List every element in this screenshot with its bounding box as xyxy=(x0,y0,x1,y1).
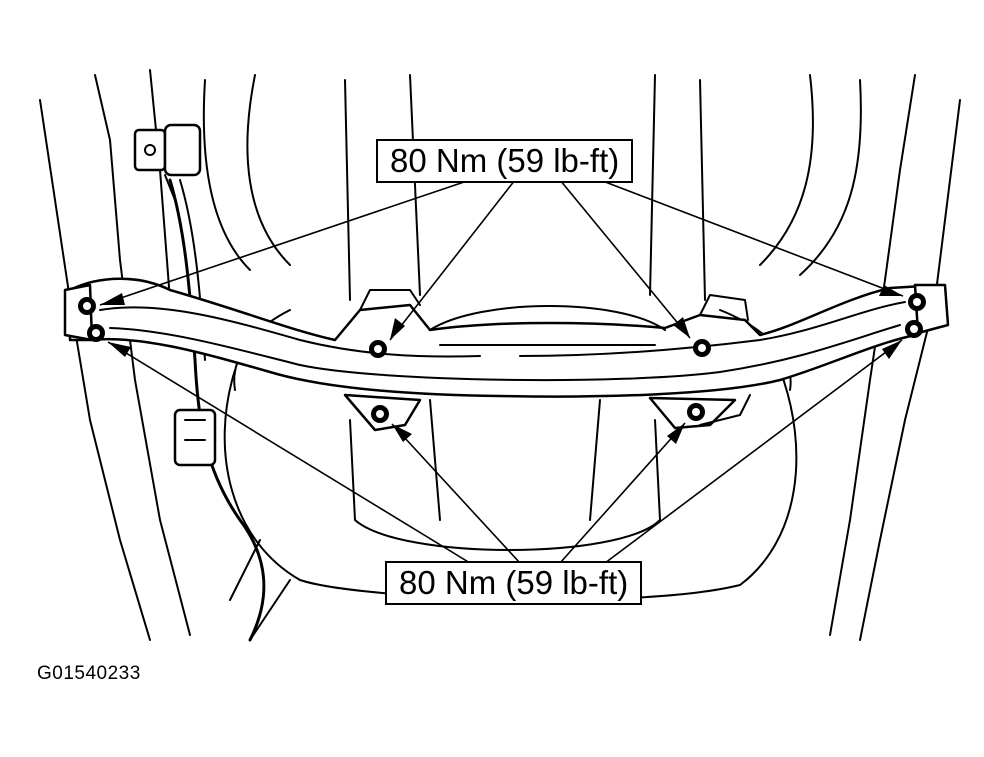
torque-callout-bottom: 80 Nm (59 lb-ft) xyxy=(385,561,643,605)
bolt-center-right-upper xyxy=(693,339,711,357)
bottom-leaders xyxy=(107,339,903,564)
figure-id-label: G01540233 xyxy=(37,663,141,684)
bolt-center-left-lower xyxy=(371,405,389,423)
bolts xyxy=(78,293,926,423)
bolt-left-upper xyxy=(78,297,96,315)
torque-callout-top: 80 Nm (59 lb-ft) xyxy=(376,139,634,183)
bolt-right-upper xyxy=(908,293,926,311)
bolt-center-right-lower xyxy=(687,403,705,421)
top-leaders xyxy=(99,179,904,341)
bolt-right-lower xyxy=(905,320,923,338)
bolt-left-lower xyxy=(87,324,105,342)
crossmember xyxy=(63,277,950,432)
bolt-center-left-upper xyxy=(369,340,387,358)
